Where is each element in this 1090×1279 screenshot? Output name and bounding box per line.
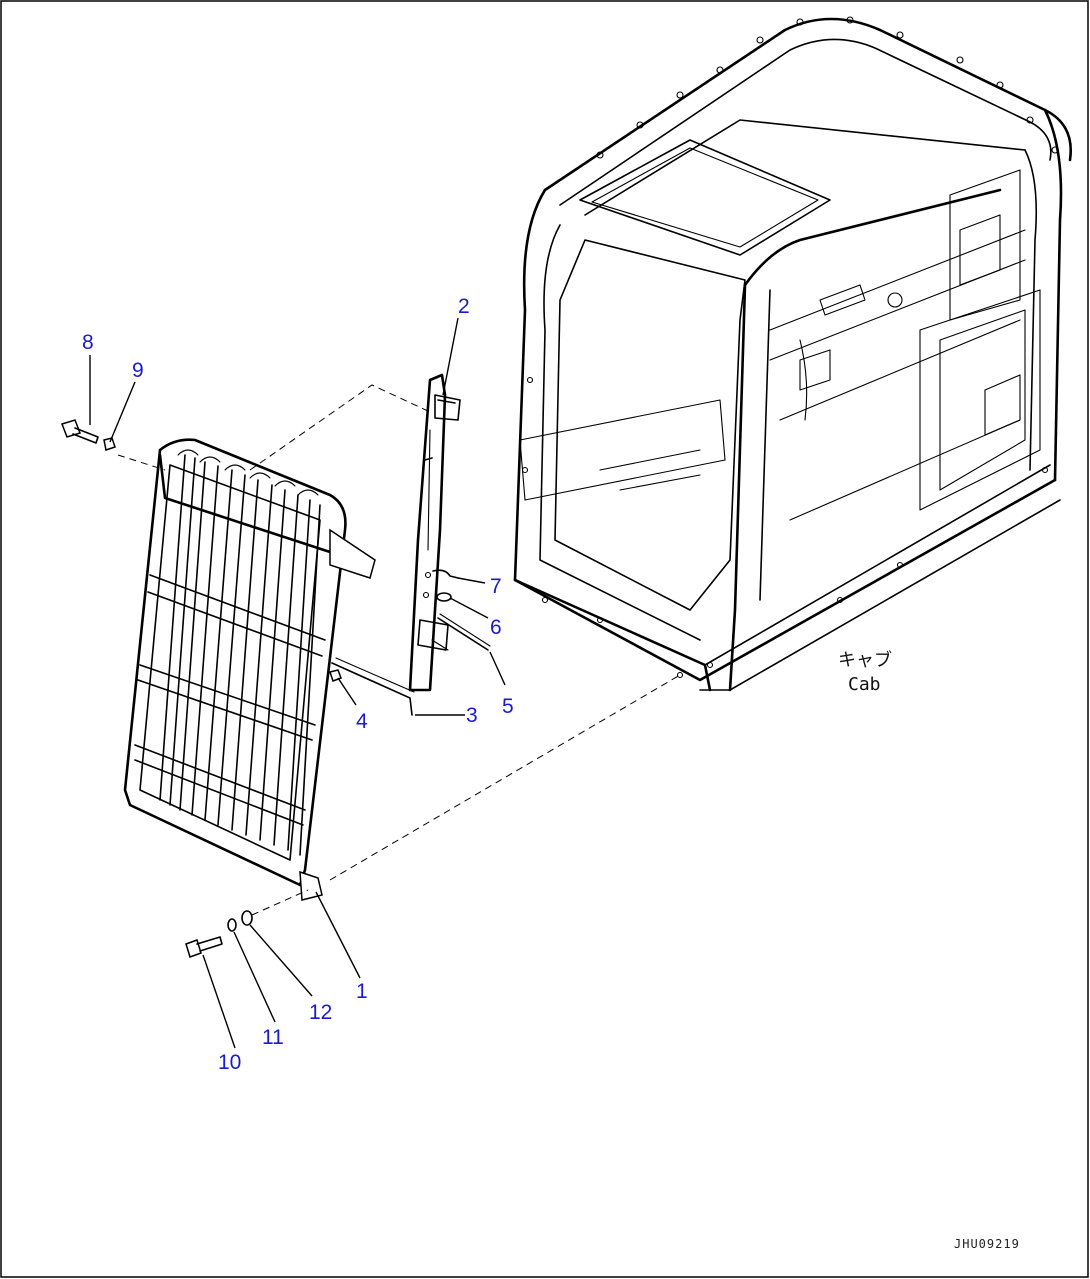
bracket-part-drawing <box>408 373 461 692</box>
callout-8: 8 <box>82 331 94 354</box>
callout-7: 7 <box>490 575 502 598</box>
spring-part-5 <box>431 613 491 651</box>
cab-drawing <box>513 16 1072 692</box>
leader-lines <box>89 317 506 1049</box>
front-guard-drawing <box>123 438 376 901</box>
washer-part-6 <box>436 592 452 602</box>
figure-id: JHU09219 <box>954 1237 1020 1251</box>
callout-1: 1 <box>356 980 368 1003</box>
callout-10: 10 <box>218 1051 241 1074</box>
callout-3: 3 <box>466 704 478 727</box>
bolt-part-8 <box>61 419 99 444</box>
clip-part-7 <box>432 569 459 579</box>
cab-label-japanese: キャブ <box>838 649 892 671</box>
callout-11: 11 <box>262 1026 284 1049</box>
callout-6: 6 <box>490 616 502 639</box>
washer-part-9 <box>103 437 116 451</box>
assembly-lines <box>117 384 681 916</box>
callout-5: 5 <box>502 695 514 718</box>
washer-part-11 <box>227 918 237 932</box>
washer-part-12 <box>241 910 253 926</box>
bolt-part-10 <box>185 936 223 958</box>
callout-2: 2 <box>458 295 470 318</box>
callout-12: 12 <box>309 1001 332 1024</box>
rod-part-3 <box>331 657 415 716</box>
cab-label-english: Cab <box>848 674 881 695</box>
callout-9: 9 <box>132 359 144 382</box>
callout-4: 4 <box>356 710 368 733</box>
